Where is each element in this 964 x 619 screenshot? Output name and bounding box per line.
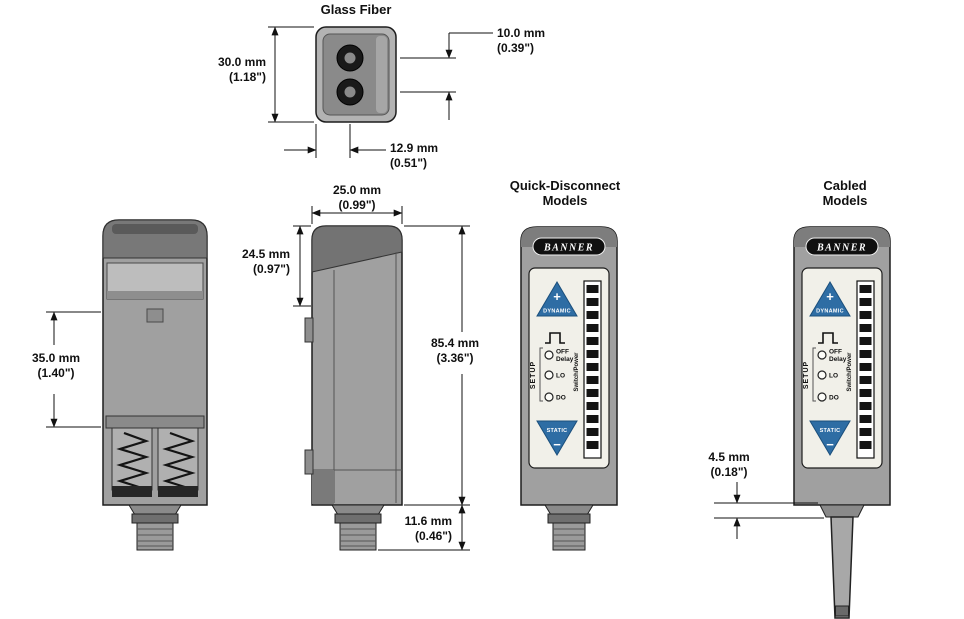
dim-body-width: 25.0 mm (0.99")	[311, 183, 403, 224]
dim-cable-step-mm: 4.5 mm	[708, 450, 749, 464]
glass-fiber-view: Glass Fiber 30.0 mm (1.18") 10.0 mm (0.3…	[218, 2, 545, 170]
led-do-label: DO	[829, 395, 839, 402]
spring-left	[116, 431, 150, 490]
dynamic-button: + DYNAMIC	[536, 281, 578, 317]
din-clip-top	[304, 317, 314, 343]
led-off-label: OFF	[556, 349, 569, 356]
led-lo-label: LO	[556, 373, 565, 380]
led-lo-label: LO	[829, 373, 838, 380]
dim-fiber-height-mm: 30.0 mm	[218, 55, 266, 69]
led-lo	[544, 370, 554, 380]
dim-cable-step-in: (0.18")	[710, 465, 747, 479]
dynamic-label: DYNAMIC	[543, 309, 571, 315]
dynamic-button: + DYNAMIC	[809, 281, 851, 317]
dim-body-height-mm: 85.4 mm	[431, 336, 479, 350]
dim-fiber-height-in: (1.18")	[229, 70, 266, 84]
dim-body-height: 85.4 mm (3.36")	[404, 225, 479, 506]
dim-window-height: 35.0 mm (1.40")	[32, 311, 101, 428]
dim-connector-length-mm: 11.6 mm	[405, 514, 452, 528]
led-do-label: DO	[556, 395, 566, 402]
minus-icon: −	[553, 437, 561, 452]
led-off-delay	[817, 350, 827, 360]
center-tab	[146, 308, 164, 323]
cable	[819, 504, 865, 619]
front-view: 35.0 mm (1.40")	[32, 219, 208, 551]
pulse-icon	[818, 332, 838, 344]
banner-logo-text: BANNER	[543, 243, 594, 254]
cabled-title-line1: Cabled	[823, 178, 866, 193]
dim-cap-height-mm: 24.5 mm	[242, 247, 290, 261]
dim-port-spacing-in: (0.39")	[497, 41, 534, 55]
side-view: 25.0 mm (0.99") 24.5 mm (0.97") 85.4 mm …	[242, 183, 479, 551]
static-button: STATIC −	[809, 420, 851, 456]
led-delay-label: Delay	[829, 356, 847, 363]
bargraph-label: Switch/Power	[847, 352, 853, 392]
static-button: STATIC −	[536, 420, 578, 456]
quick-disconnect-view: Quick-Disconnect Models BANNER + DYNAMIC…	[510, 178, 621, 551]
led-delay-label: Delay	[556, 356, 574, 363]
static-label: STATIC	[820, 428, 841, 434]
banner-logo	[805, 237, 879, 256]
dim-cable-step: 4.5 mm (0.18")	[708, 450, 824, 539]
led-off-label: OFF	[829, 349, 842, 356]
dim-body-width-in: (0.99")	[338, 198, 375, 212]
led-lo	[817, 370, 827, 380]
dim-port-offset-in: (0.51")	[390, 156, 427, 170]
setup-label: SETUP	[530, 361, 537, 389]
dim-port-offset-mm: 12.9 mm	[390, 141, 438, 155]
qd-title-line2: Models	[543, 193, 588, 208]
dim-port-spacing: 10.0 mm (0.39")	[400, 26, 545, 120]
fiber-head-body	[315, 26, 397, 123]
dim-port-offset: 12.9 mm (0.51")	[284, 124, 438, 170]
status-leds: OFF Delay LO DO	[544, 349, 574, 402]
status-leds: OFF Delay LO DO	[817, 349, 847, 402]
fiber-clamp-left	[111, 427, 153, 491]
static-label: STATIC	[547, 428, 568, 434]
dim-fiber-height: 30.0 mm (1.18")	[218, 26, 314, 123]
dim-connector-length-in: (0.46")	[415, 529, 452, 543]
dim-body-width-mm: 25.0 mm	[333, 183, 381, 197]
dim-cap-height-in: (0.97")	[253, 262, 290, 276]
setup-label: SETUP	[803, 361, 810, 389]
signal-bargraph	[856, 280, 875, 459]
led-off-delay	[544, 350, 554, 360]
led-do	[544, 392, 554, 402]
glass-fiber-title: Glass Fiber	[321, 2, 392, 17]
qd-title-line1: Quick-Disconnect	[510, 178, 621, 193]
banner-logo	[532, 237, 606, 256]
dynamic-label: DYNAMIC	[816, 309, 844, 315]
threaded-connector-side	[331, 504, 385, 551]
dim-connector-length: 11.6 mm (0.46")	[378, 504, 470, 551]
threaded-connector-front	[128, 504, 182, 551]
minus-icon: −	[826, 437, 834, 452]
dim-port-spacing-mm: 10.0 mm	[497, 26, 545, 40]
spring-right	[162, 431, 196, 490]
dim-cap-height: 24.5 mm (0.97")	[242, 225, 311, 307]
cabled-view: Cabled Models BANNER + DYNAMIC OFF Delay…	[708, 178, 891, 619]
signal-bargraph	[583, 280, 602, 459]
dim-window-height-in: (1.40")	[37, 366, 74, 380]
threaded-connector-qd	[544, 504, 594, 551]
din-clip-bottom	[304, 449, 314, 475]
top-cap	[311, 225, 403, 273]
cabled-title-line2: Models	[823, 193, 868, 208]
dim-body-height-in: (3.36")	[436, 351, 473, 365]
plus-icon: +	[826, 289, 834, 304]
pulse-icon	[545, 332, 565, 344]
plus-icon: +	[553, 289, 561, 304]
led-do	[817, 392, 827, 402]
bargraph-label: Switch/Power	[574, 352, 580, 392]
banner-logo-text: BANNER	[816, 243, 867, 254]
dim-window-height-mm: 35.0 mm	[32, 351, 80, 365]
